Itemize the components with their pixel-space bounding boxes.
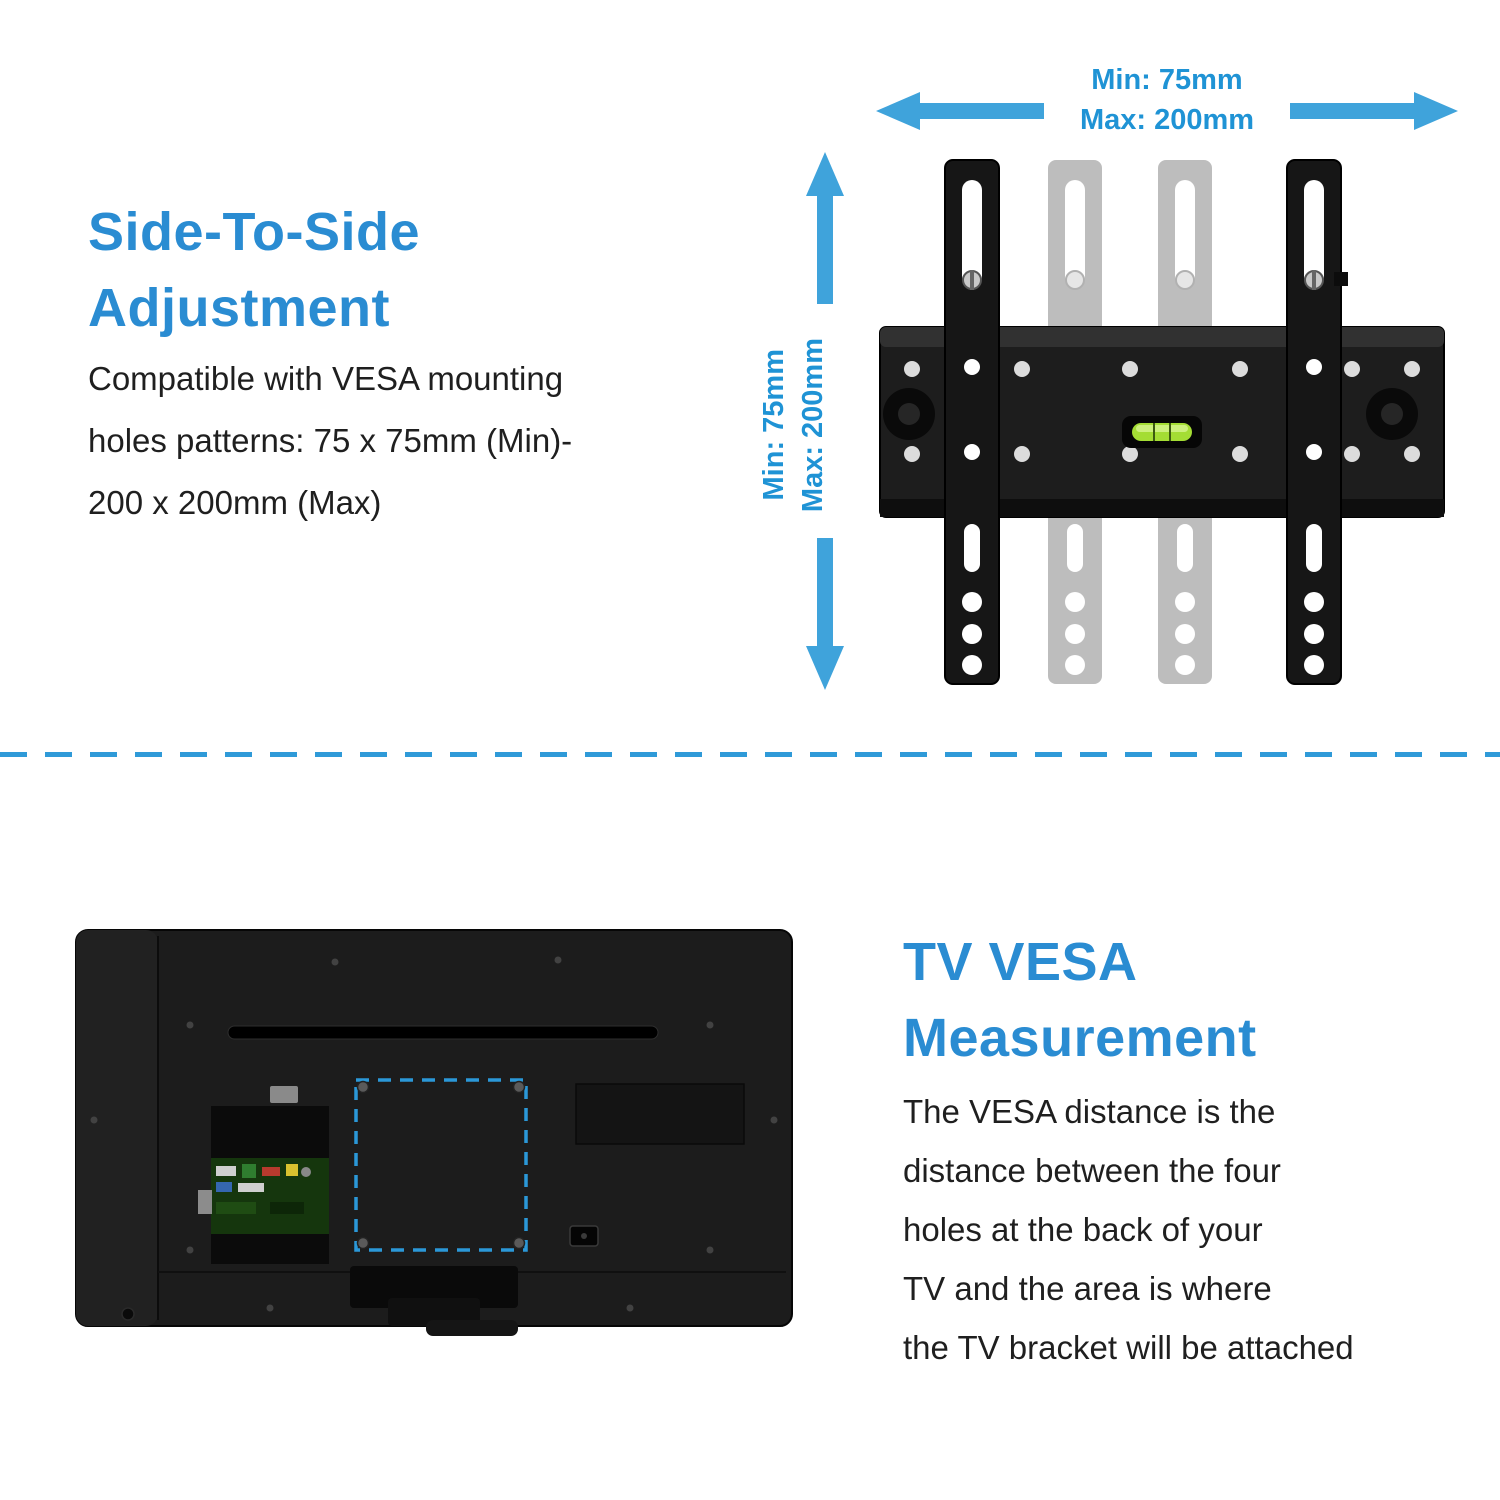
bracket-illustration xyxy=(879,159,1445,685)
height-max-label: Max: 200mm xyxy=(797,337,829,513)
electronics-module xyxy=(198,1086,329,1264)
arrow-down-icon xyxy=(806,538,844,690)
right-panel xyxy=(575,1083,745,1145)
vent-slot xyxy=(227,1025,659,1040)
top-heading-line1: Side-To-Side xyxy=(88,202,421,263)
bottom-heading-line2: Measurement xyxy=(903,1008,1257,1069)
top-heading-line2: Adjustment xyxy=(88,278,390,339)
bracket-arm-right xyxy=(1286,159,1348,685)
vesa-corner-screws xyxy=(356,1080,526,1250)
top-heading: Side-To-Side Adjustment xyxy=(88,194,420,346)
power-inlet xyxy=(569,1225,599,1247)
width-min-label: Min: 75mm xyxy=(1091,64,1243,96)
dashed-divider xyxy=(0,752,1500,757)
top-body-text: Compatible with VESA mounting holes patt… xyxy=(88,348,572,534)
tv-back-illustration xyxy=(75,929,793,1336)
bottom-body-text: The VESA distance is the distance betwee… xyxy=(903,1082,1354,1377)
bottom-heading: TV VESA Measurement xyxy=(903,924,1257,1076)
arrow-right-icon xyxy=(1290,92,1458,130)
bottom-body-line1: The VESA distance is the xyxy=(903,1093,1276,1130)
top-body-line2: holes patterns: 75 x 75mm (Min)- xyxy=(88,422,573,459)
tv-stand xyxy=(121,1266,518,1336)
height-dimension-labels: Min: 75mm Max: 200mm xyxy=(752,310,836,540)
arrow-left-icon xyxy=(876,92,1044,130)
width-dimension-labels: Min: 75mm Max: 200mm xyxy=(1044,60,1290,140)
height-min-label: Min: 75mm xyxy=(758,349,790,501)
bottom-body-line5: the TV bracket will be attached xyxy=(903,1329,1354,1366)
bottom-body-line4: TV and the area is where xyxy=(903,1270,1272,1307)
arrow-up-icon xyxy=(806,152,844,304)
top-body-line3: 200 x 200mm (Max) xyxy=(88,484,382,521)
bottom-heading-line1: TV VESA xyxy=(903,932,1138,993)
bottom-body-line2: distance between the four xyxy=(903,1152,1281,1189)
width-max-label: Max: 200mm xyxy=(1079,104,1255,136)
circuit-board xyxy=(211,1158,329,1234)
bubble-level-icon xyxy=(1122,416,1202,448)
wall-plate-holes xyxy=(904,361,1420,462)
top-body-line1: Compatible with VESA mounting xyxy=(88,360,564,397)
tension-knob-left xyxy=(883,388,935,440)
bottom-body-line3: holes at the back of your xyxy=(903,1211,1263,1248)
panel-screws xyxy=(90,956,778,1312)
tension-knob-right xyxy=(1366,388,1418,440)
bracket-arm-left xyxy=(944,159,1000,685)
vesa-dashed-square xyxy=(354,1078,528,1252)
